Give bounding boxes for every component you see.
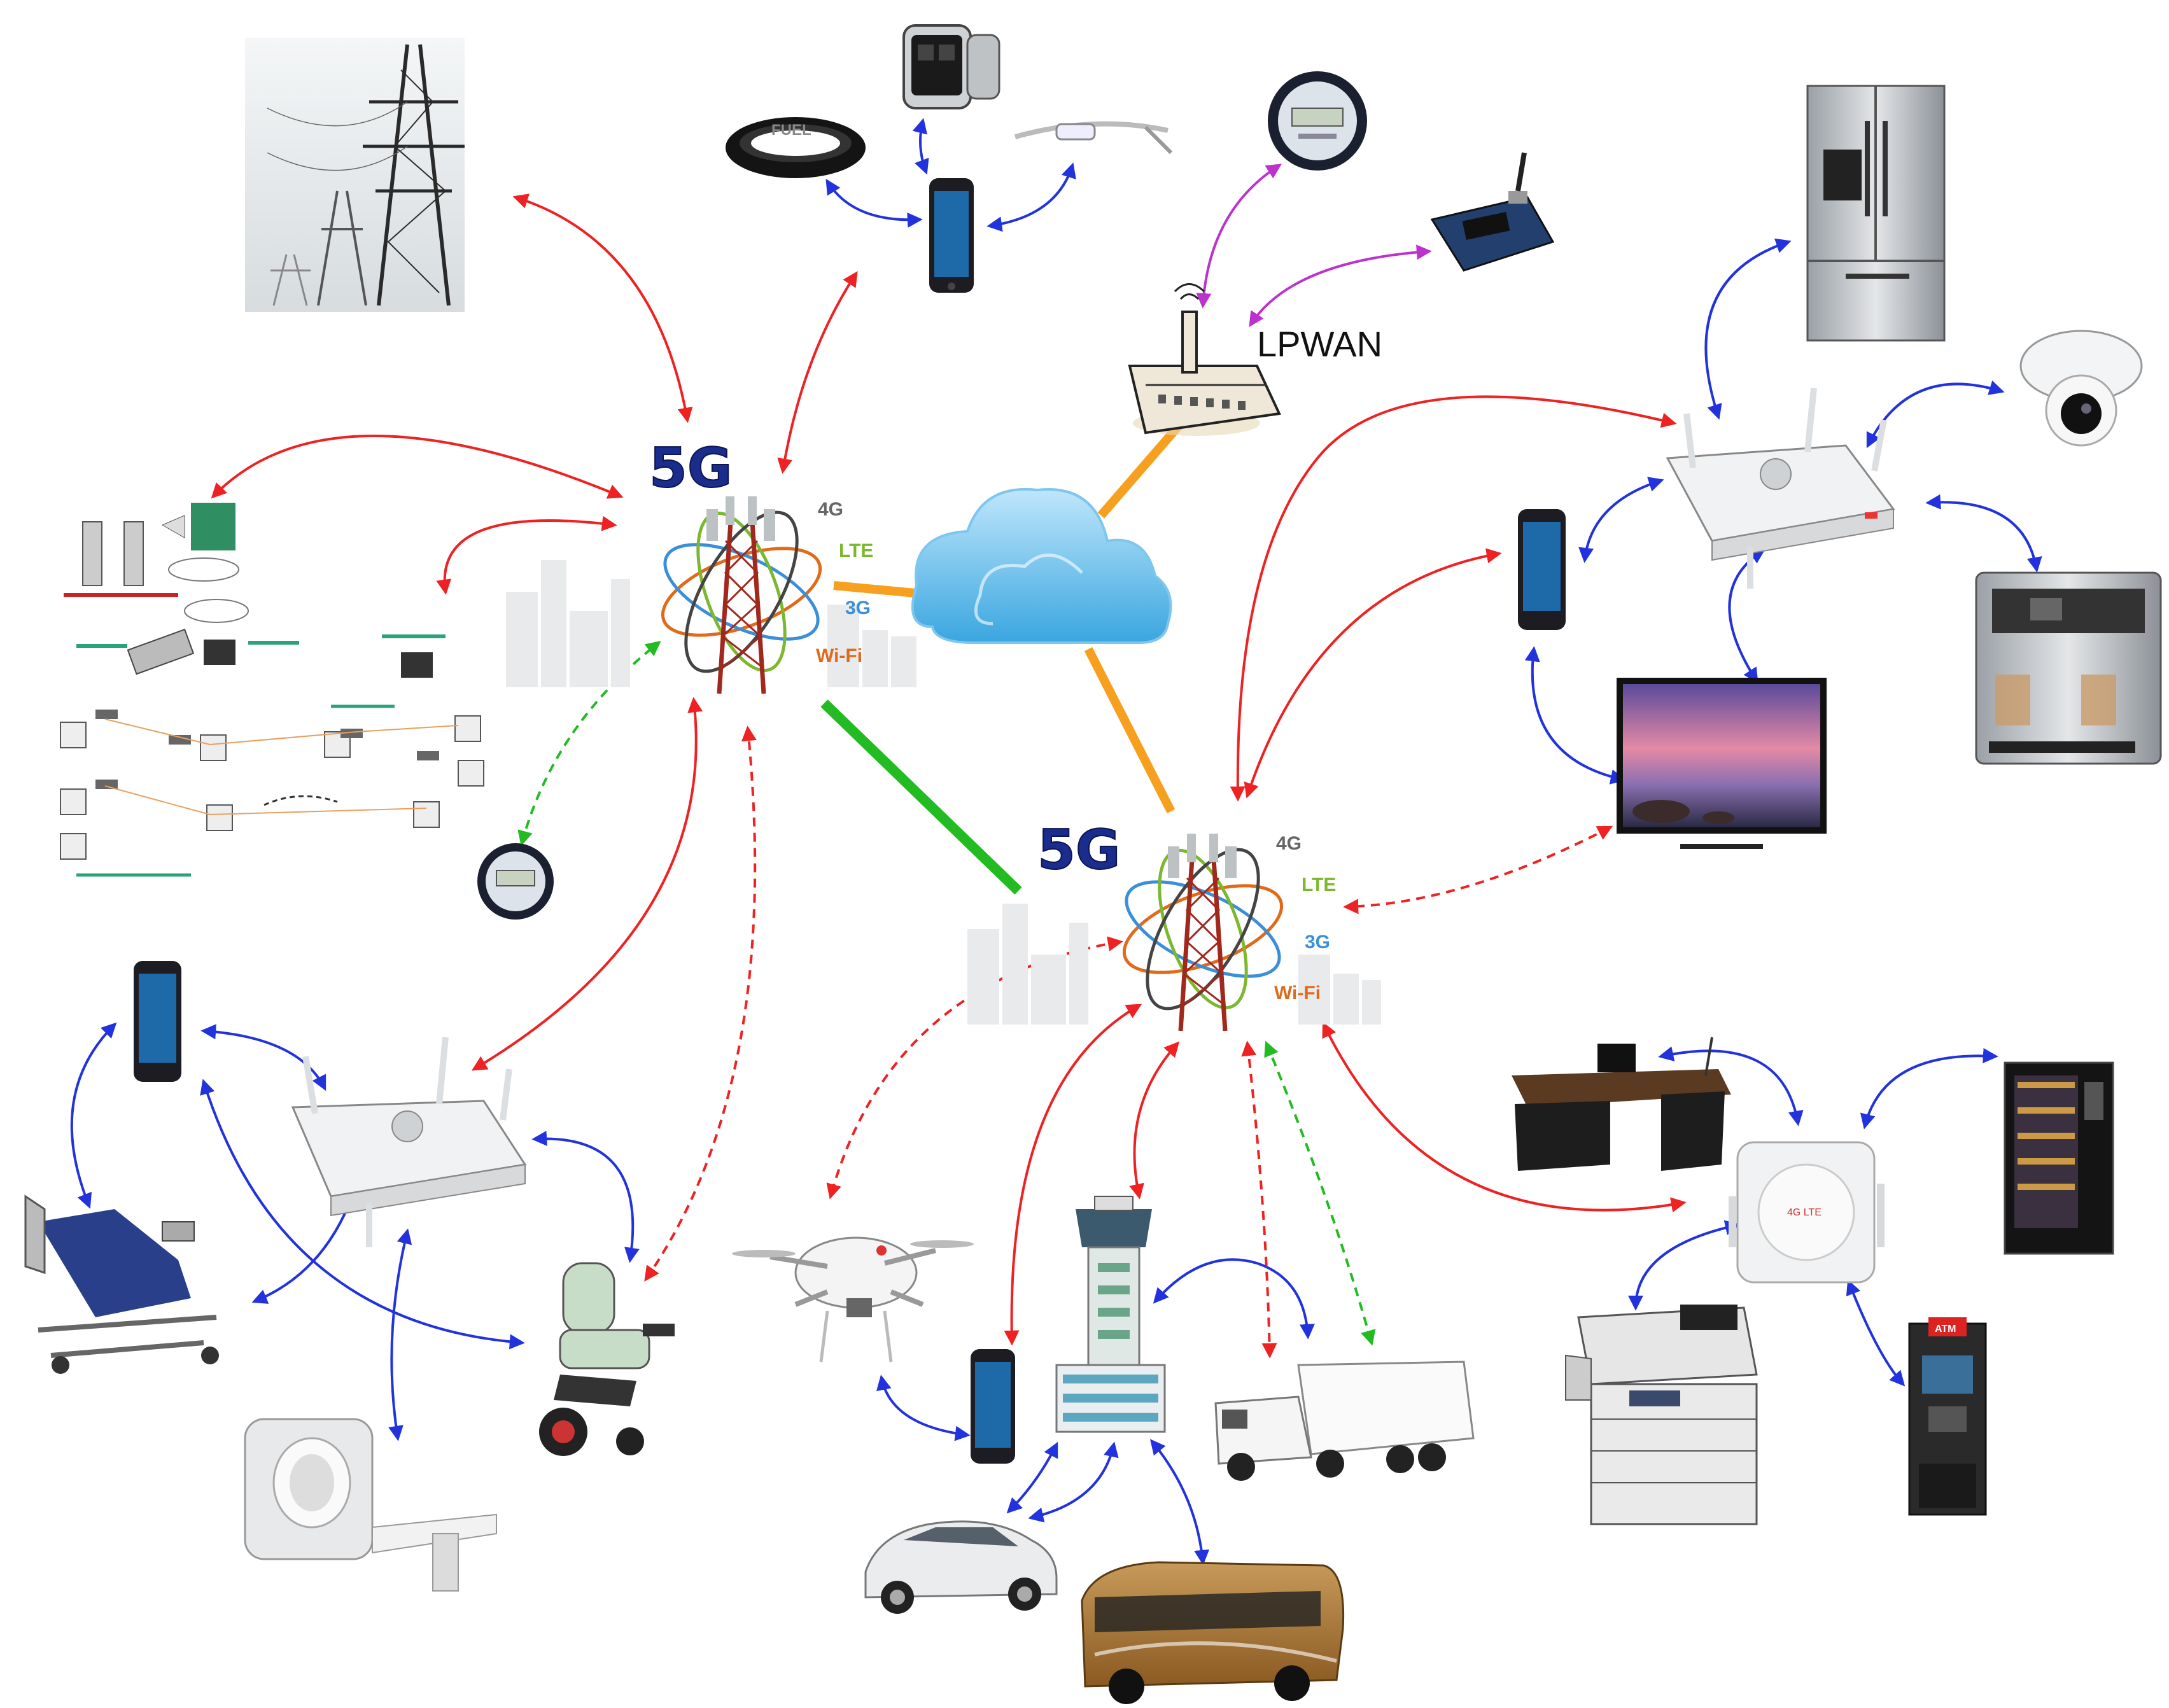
link-lpwan-meter — [1196, 164, 1282, 309]
semi-truck — [1214, 1361, 1475, 1481]
atm-kiosk: ATM — [1908, 1317, 1987, 1516]
tower-right-wifi-label: Wi-Fi — [1274, 983, 1321, 1004]
link-gateway-tv — [1728, 549, 1766, 684]
power-grid-image — [245, 38, 465, 312]
home-gateway — [1666, 388, 1895, 589]
link-industrial-tower-b — [436, 515, 617, 595]
link-band-phone — [825, 178, 923, 228]
link-gateway-phone — [1578, 477, 1664, 563]
backhaul-left-tower-right-tower — [820, 699, 1022, 895]
link-industrial-tower-a — [211, 435, 624, 499]
link-home-phone-right-tower — [1244, 548, 1502, 799]
tower-left-4g-label: 4G — [818, 499, 843, 520]
coach-bus — [1081, 1561, 1345, 1704]
control-tower — [1055, 1196, 1166, 1433]
tower-left-5g-label: 5G — [649, 437, 732, 500]
sensor-board — [1430, 152, 1555, 272]
link-watch-phone — [912, 118, 929, 175]
phone-vehicle — [971, 1349, 1015, 1464]
link-tv-right-tower — [1343, 825, 1613, 914]
local-links — [70, 118, 2042, 1565]
office-printer — [1565, 1305, 1758, 1525]
link-truck-right-tower — [1241, 1040, 1277, 1359]
link-hphone-hub — [200, 1024, 326, 1091]
smart-meter-left — [477, 843, 554, 920]
tower-right: 5G 4G LTE 3G Wi-Fi — [967, 818, 1381, 1032]
link-lpwan-board — [1249, 244, 1432, 328]
hospital-bed — [24, 1194, 219, 1374]
tower-right-5g-label: 5G — [1037, 818, 1120, 882]
link-ctower-car — [1028, 1441, 1119, 1523]
enterprise-hub-label: 4G LTE — [1787, 1207, 1822, 1218]
link-hub-mri — [388, 1228, 412, 1441]
link-hub-desk — [1658, 1046, 1804, 1126]
tower-left-lte-label: LTE — [839, 540, 873, 561]
cellular-links — [211, 193, 1687, 1359]
lpwan-gateway — [1128, 283, 1281, 436]
link-wearables-tower — [777, 270, 858, 474]
backhaul-cloud-lpwan-gateway — [1097, 417, 1188, 519]
link-truck-right-tower-green — [1264, 1040, 1376, 1346]
link-ctower-truck — [1153, 1258, 1315, 1340]
smart-watch — [902, 24, 1000, 109]
industrial-network-diagram — [60, 503, 484, 877]
link-home-gateway-right-tower — [1230, 395, 1677, 802]
link-control-tower-right-tower — [1129, 1041, 1180, 1200]
smart-tv — [1617, 678, 1827, 849]
link-gateway-camera — [1866, 380, 2005, 449]
mri-scanner — [244, 1418, 497, 1592]
power-wheelchair — [539, 1262, 675, 1456]
cloud-icon — [911, 487, 1172, 644]
tower-left-3g-label: 3G — [845, 598, 871, 619]
link-hub-vending — [1860, 1047, 1998, 1130]
link-wheelchair-tower — [644, 725, 757, 1282]
link-vphone-car — [1006, 1441, 1058, 1514]
link-ctower-bus — [1149, 1439, 1210, 1565]
green-links — [517, 641, 1376, 1346]
smart-meter-top — [1268, 71, 1367, 171]
atm-label: ATM — [1935, 1324, 1956, 1334]
link-powergrid-tower — [512, 193, 693, 423]
link-hub-printer — [1628, 1220, 1741, 1311]
phone-hospital — [134, 961, 181, 1082]
link-drone-vphone — [876, 1375, 971, 1441]
security-camera — [2019, 330, 2143, 447]
vending-machine — [2004, 1061, 2114, 1255]
office-desk — [1512, 1037, 1731, 1171]
link-gateway-fridge — [1704, 238, 1792, 420]
link-glasses-phone — [986, 162, 1076, 232]
enterprise-lte-hub: 4G LTE — [1729, 1141, 1885, 1284]
tower-left: 5G 4G LTE 3G Wi-Fi — [506, 436, 916, 694]
car — [864, 1520, 1058, 1614]
fitness-band: FUEL — [726, 117, 866, 178]
smart-glasses — [1014, 121, 1173, 155]
wifi-hub-hospital — [291, 1037, 527, 1247]
backhaul-cloud-right-tower — [1084, 647, 1176, 814]
tower-left-wifi-label: Wi-Fi — [816, 645, 862, 666]
coffee-machine — [1975, 571, 2162, 765]
fitness-band-label: FUEL — [771, 122, 811, 139]
tower-right-3g-label: 3G — [1305, 932, 1330, 953]
tower-right-lte-label: LTE — [1302, 874, 1336, 895]
link-phone-tv — [1524, 646, 1626, 785]
drone — [732, 1236, 974, 1362]
phone-wearables — [929, 178, 974, 293]
link-meter-left-tower — [517, 641, 661, 846]
lpwan-label: LPWAN — [1257, 324, 1382, 364]
phone-home — [1518, 509, 1566, 630]
lpwan-links — [1196, 164, 1432, 328]
link-hphone-bed — [70, 1022, 117, 1209]
link-gateway-coffee — [1925, 494, 2042, 573]
refrigerator — [1806, 85, 1946, 342]
link-hub-atm — [1846, 1279, 1906, 1387]
link-vehicle-phone-right-tower — [1004, 1004, 1142, 1346]
link-hub-wheelchair — [531, 1130, 640, 1263]
tower-right-4g-label: 4G — [1276, 833, 1302, 854]
